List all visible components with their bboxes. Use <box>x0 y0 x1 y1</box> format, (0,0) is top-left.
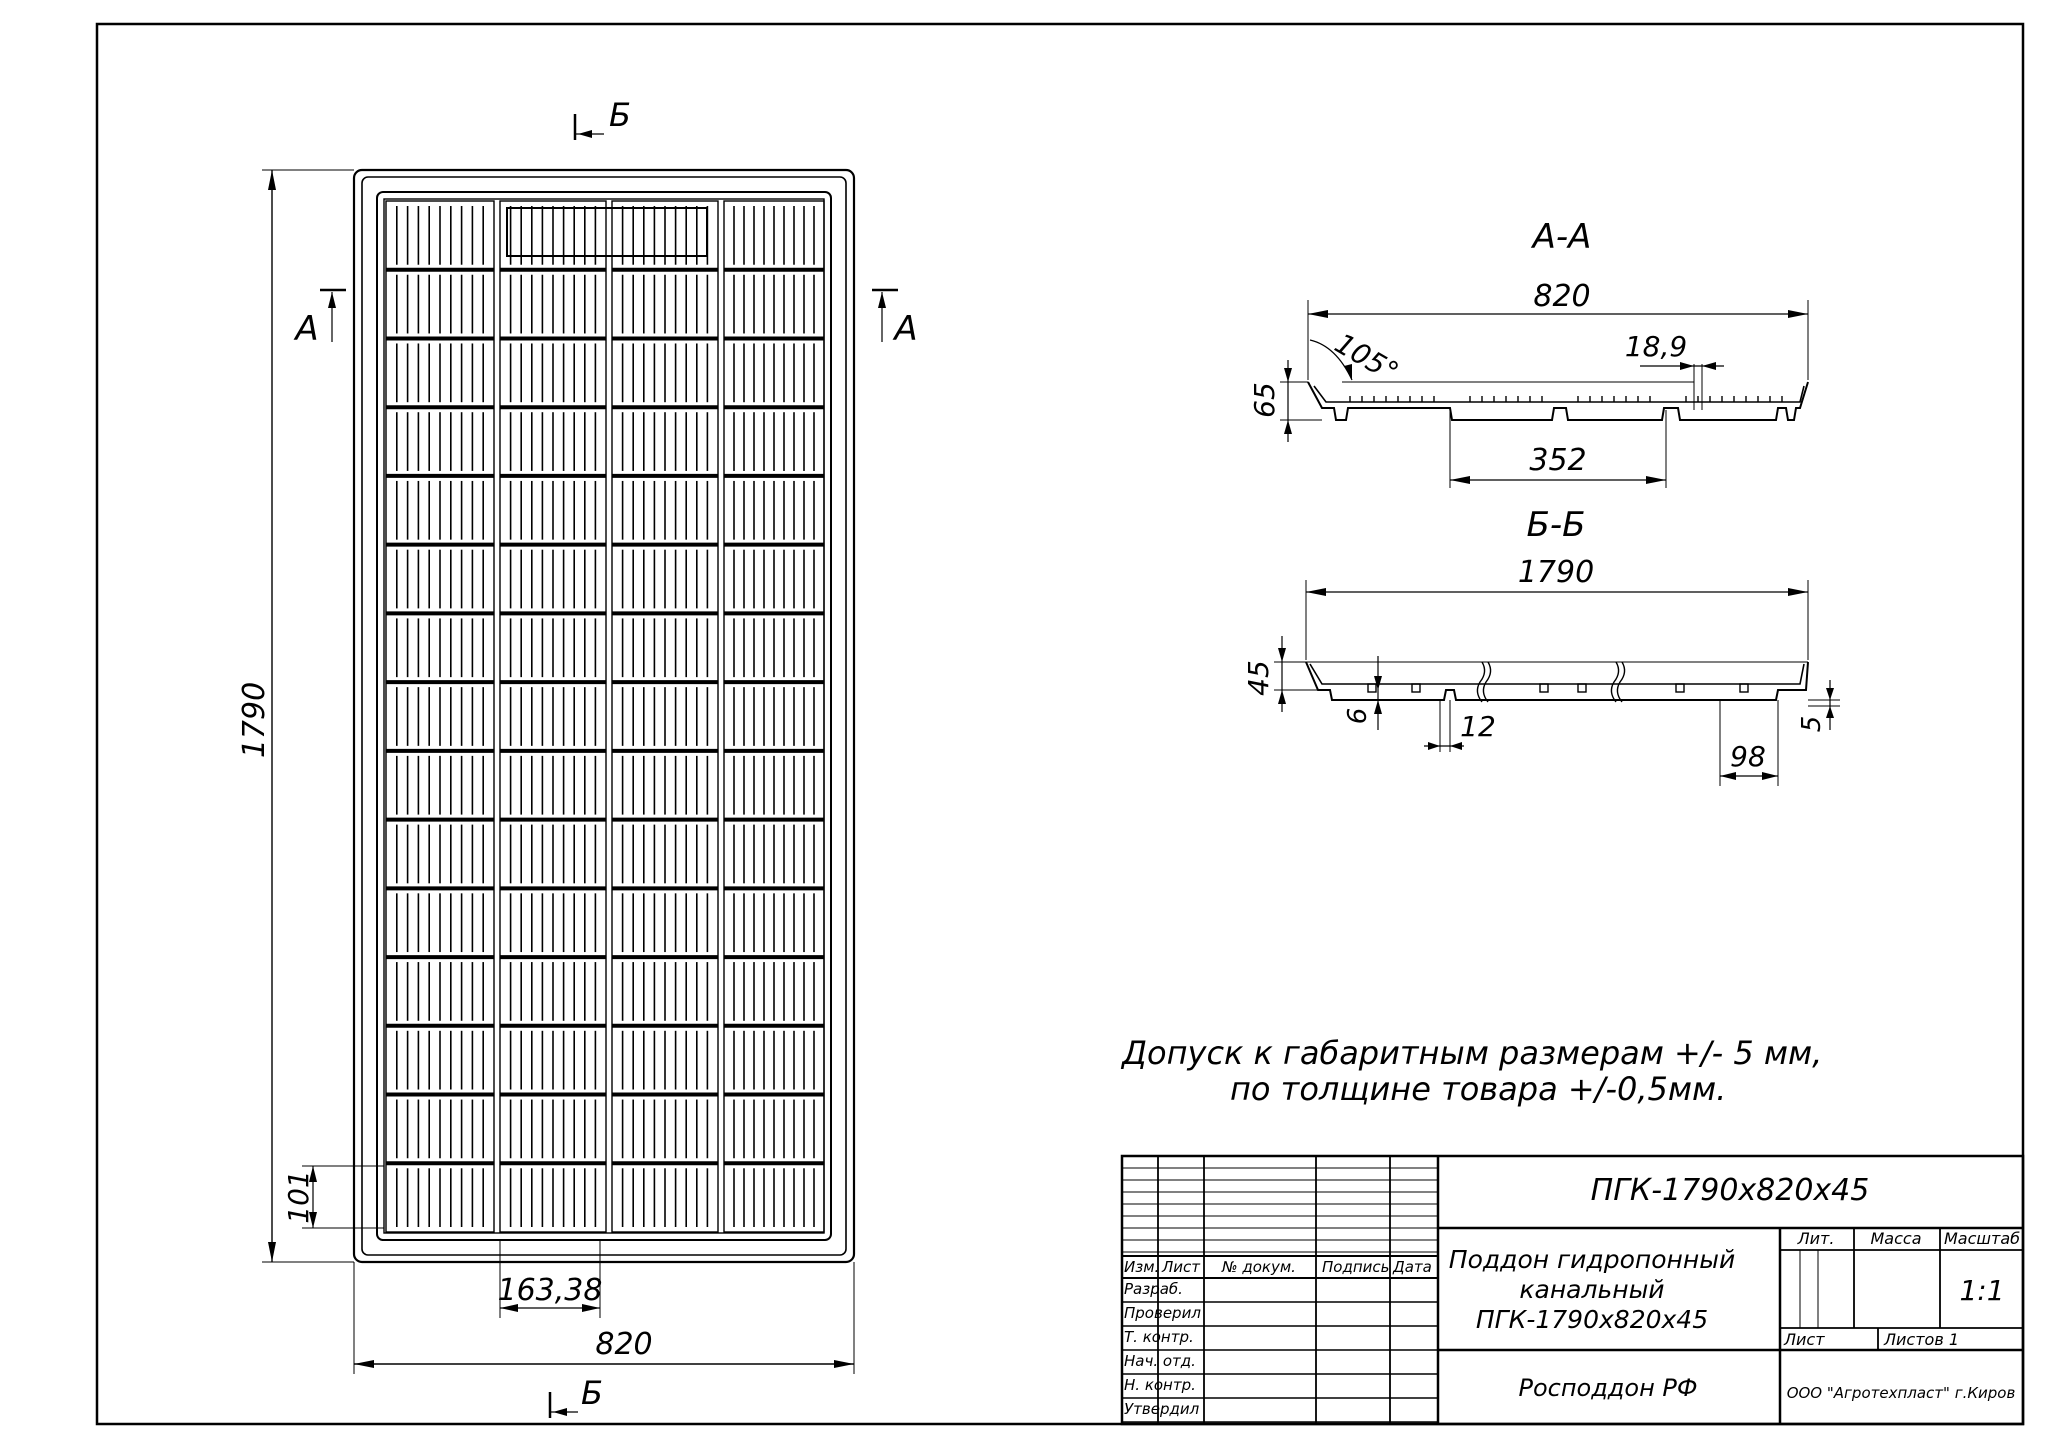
section-bb-depth-label: 45 <box>1242 660 1275 696</box>
label-plate <box>506 207 708 257</box>
sheets-label: Листов 1 <box>1883 1330 1959 1349</box>
mass-label: Масса <box>1870 1229 1921 1248</box>
channel-column <box>499 200 607 1233</box>
bb-foot <box>1675 683 1685 693</box>
tray-outer-edge <box>352 168 856 1264</box>
section-a-right-label: А <box>892 309 917 349</box>
break-line <box>1476 661 1486 703</box>
row-proveril: Проверил <box>1124 1304 1201 1322</box>
col-izm: Изм. <box>1124 1258 1159 1276</box>
channel-column <box>611 200 719 1233</box>
section-bb-profile <box>1305 661 1809 701</box>
row-tkontr: Т. контр. <box>1124 1328 1194 1346</box>
sheet-label: Лист <box>1783 1330 1825 1349</box>
row-razrab: Разраб. <box>1124 1280 1183 1298</box>
row-utverdil: Утвердил <box>1124 1400 1200 1418</box>
section-a-left-label: А <box>293 309 318 349</box>
title-block: ПГК-1790х820х45 Поддон гидропонный канал… <box>1120 1154 2025 1426</box>
channel-column <box>723 200 825 1233</box>
section-bb-foot-width-label: 12 <box>1460 710 1496 743</box>
col-list: Лист <box>1161 1258 1201 1276</box>
width-dimension-label: 820 <box>595 1327 652 1362</box>
section-aa-rib-label: 18,9 <box>1625 330 1687 363</box>
section-aa-title: А-А <box>1531 217 1592 257</box>
row-nkontr: Н. контр. <box>1124 1376 1196 1394</box>
bb-foot <box>1367 683 1377 693</box>
section-bb: Б-Б 1790 45 6 12 <box>1242 505 1840 786</box>
scale-value: 1:1 <box>1959 1274 2004 1307</box>
col-sign: Подпись <box>1322 1258 1389 1276</box>
section-aa-inner-profile <box>1313 385 1805 403</box>
height-dimension-label: 1790 <box>237 682 272 758</box>
title-name-line1: Поддон гидропонный <box>1449 1245 1735 1274</box>
col-doc: № докум. <box>1221 1258 1296 1276</box>
section-aa-angle-label: 105° <box>1329 327 1404 389</box>
section-bb-end-foot-label: 98 <box>1730 740 1766 773</box>
cell-width-dimension-label: 163,38 <box>498 1273 603 1308</box>
plan-view <box>352 168 856 1264</box>
row-nachotd: Нач. отд. <box>1124 1352 1196 1370</box>
scale-label: Масштаб <box>1944 1229 2020 1248</box>
tolerance-note-line1: Допуск к габаритным размерам +/- 5 мм, <box>1120 1034 1822 1072</box>
tolerance-note-line2: по толщине товара +/-0,5мм. <box>1230 1070 1726 1108</box>
section-bb-title: Б-Б <box>1527 505 1586 545</box>
section-b-bottom-label: Б <box>581 1374 603 1412</box>
lit-label: Лит. <box>1797 1229 1835 1248</box>
section-aa: А-А 820 65 105° 18,9 <box>1248 217 1809 488</box>
section-bb-edge-label: 5 <box>1797 716 1827 733</box>
section-bb-foot-height-label: 6 <box>1343 708 1373 725</box>
title-company: ООО "Агротехпласт" г.Киров <box>1787 1384 2016 1402</box>
title-name-line3: ПГК-1790х820х45 <box>1476 1305 1708 1334</box>
channel-column <box>385 200 495 1233</box>
bb-foot <box>1411 683 1421 693</box>
tray-inner-rim <box>376 191 832 1241</box>
plan-dimensions: 1790 101 163,38 820 <box>237 169 855 1374</box>
section-markers: Б Б А А <box>293 96 918 1418</box>
section-aa-depth-label: 65 <box>1248 382 1281 418</box>
col-date: Дата <box>1392 1258 1432 1276</box>
bb-foot <box>1577 683 1587 693</box>
channel-grid <box>385 200 825 1233</box>
section-bb-inner-profile <box>1309 663 1805 685</box>
section-b-top-label: Б <box>609 96 631 134</box>
title-designation: ПГК-1790х820х45 <box>1591 1173 1870 1208</box>
title-name-line2: канальный <box>1519 1275 1664 1304</box>
section-aa-profile <box>1307 381 1809 421</box>
drawing-frame <box>95 22 2025 1426</box>
section-aa-channel-label: 352 <box>1529 443 1586 478</box>
cell-pitch-dimension-label: 101 <box>282 1170 315 1223</box>
title-customer: Росподдон РФ <box>1518 1374 1697 1402</box>
bb-foot <box>1539 683 1549 693</box>
section-aa-width-label: 820 <box>1533 279 1590 314</box>
tray-outer-lip <box>361 176 847 1256</box>
section-bb-length-label: 1790 <box>1518 555 1594 590</box>
bb-foot <box>1739 683 1749 693</box>
